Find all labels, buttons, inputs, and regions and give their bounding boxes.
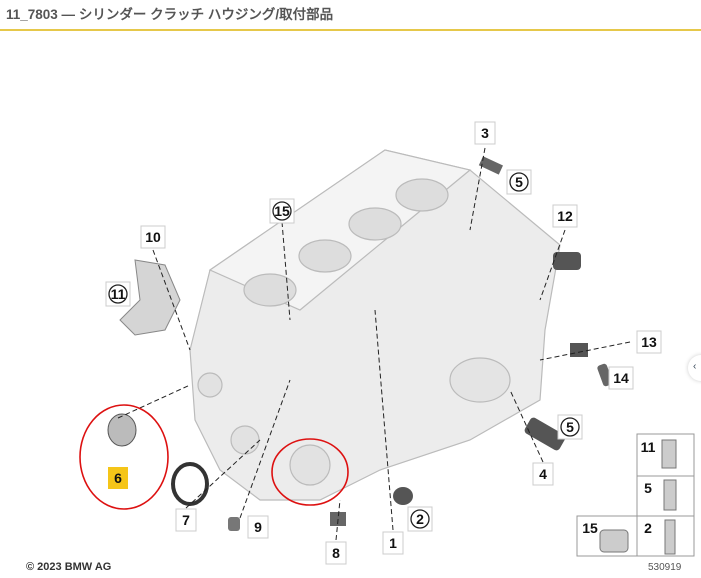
callout-label: 9 bbox=[254, 519, 262, 535]
callout-label: 15 bbox=[274, 203, 290, 219]
legend-number-2: 2 bbox=[644, 520, 652, 536]
leader-lines bbox=[117, 147, 631, 541]
legend-number-5: 5 bbox=[644, 480, 652, 496]
side-nav-button[interactable]: ‹ bbox=[688, 355, 701, 381]
parts-illustrations bbox=[107, 156, 613, 531]
callout-label: 13 bbox=[641, 334, 657, 350]
callout-label: 4 bbox=[539, 466, 547, 482]
callout-3[interactable]: 3 bbox=[474, 121, 496, 145]
callout-11[interactable]: 11 bbox=[105, 281, 131, 307]
red-circle-part-6 bbox=[79, 404, 169, 510]
callout-label: 5 bbox=[566, 419, 574, 435]
callout-7[interactable]: 7 bbox=[175, 508, 197, 532]
cylinder-block-illustration bbox=[189, 149, 561, 501]
callout-15[interactable]: 15 bbox=[269, 198, 295, 224]
fastener-legend-table bbox=[576, 433, 695, 557]
callout-label: 10 bbox=[145, 229, 161, 245]
legend-labels: 11 5 2 15 bbox=[582, 439, 655, 536]
callout-6[interactable]: 6 bbox=[108, 467, 128, 489]
callout-label: 6 bbox=[114, 470, 122, 486]
callout-label: 2 bbox=[416, 511, 424, 527]
header-divider bbox=[0, 29, 701, 31]
callout-10[interactable]: 10 bbox=[140, 225, 166, 249]
callout-2[interactable]: 2 bbox=[407, 506, 433, 532]
red-circle-housing bbox=[271, 438, 349, 506]
callout-label: 14 bbox=[613, 370, 629, 386]
callout-9[interactable]: 9 bbox=[247, 515, 269, 539]
callout-label: 5 bbox=[515, 174, 523, 190]
callout-1[interactable]: 1 bbox=[382, 531, 404, 555]
callout-8[interactable]: 8 bbox=[325, 541, 347, 565]
callout-label: 8 bbox=[332, 545, 340, 561]
callout-label: 3 bbox=[481, 125, 489, 141]
page-title: 11_7803 — シリンダー クラッチ ハウジング/取付部品 bbox=[6, 7, 334, 22]
callout-4[interactable]: 4 bbox=[532, 462, 554, 486]
callout-13[interactable]: 13 bbox=[636, 330, 662, 354]
callout-5[interactable]: 5 bbox=[557, 414, 583, 440]
callout-label: 1 bbox=[389, 535, 397, 551]
legend-number-11: 11 bbox=[641, 439, 656, 455]
red-annotations bbox=[79, 404, 349, 510]
callout-label: 7 bbox=[182, 512, 190, 528]
chevron-left-icon: ‹ bbox=[693, 361, 697, 372]
diagram-number: 530919 bbox=[648, 562, 682, 573]
legend-number-15: 15 bbox=[582, 520, 598, 536]
callout-12[interactable]: 12 bbox=[552, 204, 578, 228]
callout-14[interactable]: 14 bbox=[608, 366, 634, 390]
callout-label: 11 bbox=[111, 286, 126, 302]
callout-5[interactable]: 5 bbox=[506, 169, 532, 195]
copyright: © 2023 BMW AG bbox=[26, 561, 112, 573]
callout-label: 12 bbox=[557, 208, 573, 224]
